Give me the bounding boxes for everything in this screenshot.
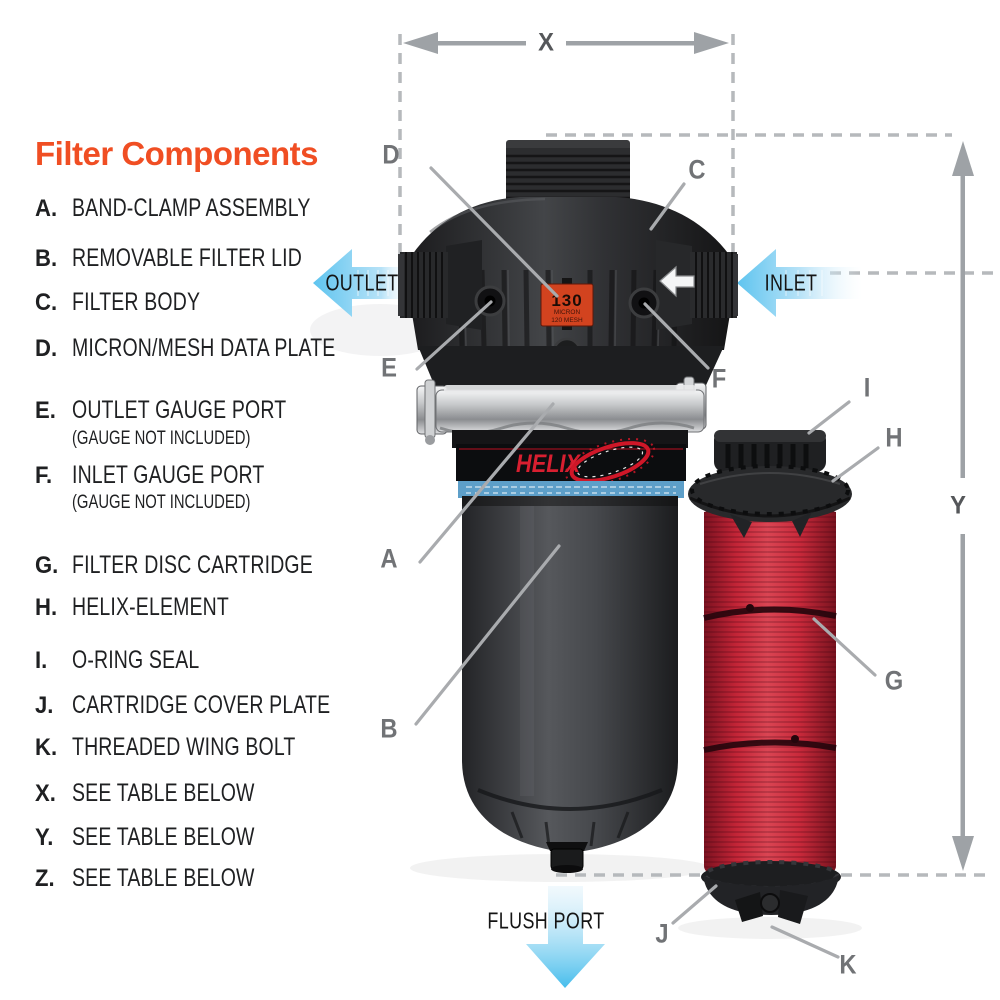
legend-letter: F. — [35, 462, 53, 489]
callout-letter-d: D — [382, 139, 400, 170]
legend-item-b: B. REMOVABLE FILTER LID — [35, 244, 367, 272]
legend-label: BAND-CLAMP ASSEMBLY — [72, 194, 311, 222]
inlet-label: INLET — [764, 269, 818, 296]
filter-assembly: 130 MICRON 120 MESH — [398, 140, 738, 873]
legend-label: FILTER DISC CARTRIDGE — [72, 551, 313, 579]
legend-label: REMOVABLE FILTER LID — [72, 244, 302, 272]
data-plate-micron-label: MICRON — [554, 309, 581, 316]
legend-label: SEE TABLE BELOW — [72, 864, 255, 892]
legend-letter: Z. — [35, 865, 55, 892]
dimension-label-x: X — [538, 28, 554, 57]
legend-item-k: K. THREADED WING BOLT — [35, 733, 359, 761]
callout-letter-e: E — [381, 352, 397, 383]
legend-item-g: G. FILTER DISC CARTRIDGE — [35, 551, 381, 579]
outlet-label: OUTLET — [325, 269, 399, 296]
legend-label: SEE TABLE BELOW — [72, 823, 255, 851]
callout-letter-b: B — [380, 713, 398, 744]
callout-letter-g: G — [884, 665, 904, 696]
legend-letter: Y. — [35, 824, 54, 851]
legend-title: Filter Components — [35, 135, 319, 172]
legend-item-j: J. CARTRIDGE COVER PLATE — [35, 691, 403, 719]
legend-item-h: H. HELIX-ELEMENT — [35, 593, 273, 621]
flush-port-arrow-icon — [526, 886, 605, 988]
callout-lines — [414, 166, 880, 959]
helix-element-flange — [688, 464, 852, 538]
inlet-direction-icon — [659, 265, 695, 298]
legend-letter: J. — [35, 692, 54, 719]
data-plate-mesh-label: 120 MESH — [551, 317, 583, 324]
flush-port — [546, 842, 588, 873]
legend-label: FILTER BODY — [72, 288, 201, 316]
threaded-wing-bolt — [735, 890, 808, 924]
dimension-label-y: Y — [950, 491, 966, 520]
legend-label: CARTRIDGE COVER PLATE — [72, 691, 331, 719]
inlet-arrow-icon — [737, 249, 862, 317]
callout-letter-i: I — [863, 372, 871, 403]
legend-label: MICRON/MESH DATA PLATE — [72, 334, 336, 362]
callout-letter-j: J — [655, 918, 669, 949]
callout-letter-c: C — [688, 154, 706, 185]
legend-label: THREADED WING BOLT — [72, 733, 296, 761]
legend-note: (GAUGE NOT INCLUDED) — [72, 428, 251, 449]
legend-letter: D. — [35, 335, 58, 362]
legend-item-a: A. BAND-CLAMP ASSEMBLY — [35, 194, 378, 222]
legend-item-f: F. INLET GAUGE PORT — [35, 461, 319, 489]
legend-label: HELIX-ELEMENT — [72, 593, 229, 621]
legend-item-y: Y. SEE TABLE BELOW — [35, 823, 306, 851]
legend-letter: X. — [35, 780, 56, 807]
callout-letter-a: A — [380, 543, 398, 574]
callout-letter-k: K — [839, 949, 857, 980]
dimension-x-arrow — [403, 32, 729, 54]
legend-item-z: Z. SEE TABLE BELOW — [35, 864, 306, 892]
legend-label: INLET GAUGE PORT — [72, 461, 265, 489]
legend-letter: A. — [35, 195, 58, 222]
legend-item-c: C. FILTER BODY — [35, 288, 236, 316]
data-plate-value: 130 — [551, 291, 582, 310]
filter-cartridge — [688, 430, 852, 924]
legend-letter: K. — [35, 734, 58, 761]
legend-item-i: I. O-RING SEAL — [35, 646, 235, 674]
legend-item-e: E. OUTLET GAUGE PORT — [35, 396, 347, 424]
legend-label: O-RING SEAL — [72, 646, 200, 674]
legend-label: OUTLET GAUGE PORT — [72, 396, 287, 424]
outlet-arrow-icon — [313, 249, 404, 317]
legend-letter: C. — [35, 289, 58, 316]
flush-port-label: FLUSH PORT — [487, 907, 605, 934]
legend-letter: G. — [35, 552, 59, 579]
legend-letter: B. — [35, 245, 58, 272]
legend-item-d: D. MICRON/MESH DATA PLATE — [35, 334, 410, 362]
legend-letter: E. — [35, 397, 56, 424]
legend-letter: H. — [35, 594, 58, 621]
callout-letter-f: F — [711, 363, 727, 394]
legend-item-x: X. SEE TABLE BELOW — [35, 779, 306, 807]
legend-note: (GAUGE NOT INCLUDED) — [72, 492, 251, 513]
legend-label: SEE TABLE BELOW — [72, 779, 255, 807]
dimension-y-arrow — [952, 141, 974, 871]
legend-letter: I. — [35, 647, 48, 674]
callout-letter-h: H — [885, 422, 903, 453]
